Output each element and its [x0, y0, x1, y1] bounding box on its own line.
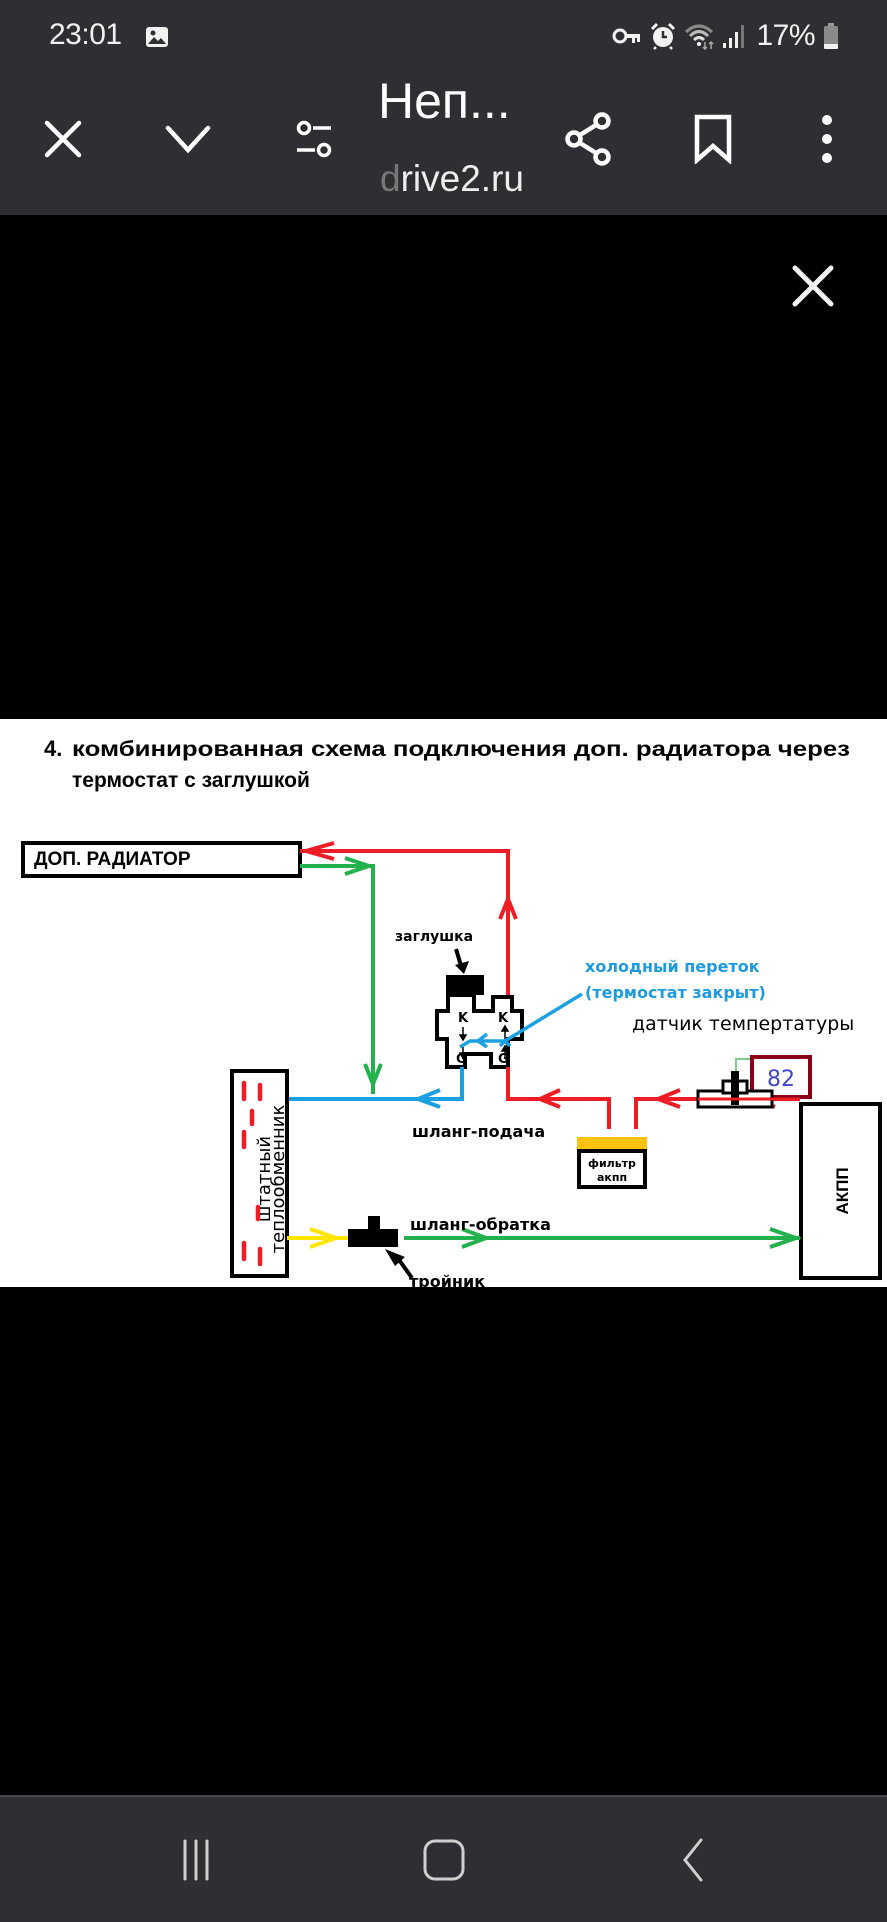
port-g-left: G — [456, 1052, 467, 1067]
page-title: Неп... — [378, 73, 511, 129]
gearbox-box — [799, 1102, 882, 1280]
more-options-button[interactable] — [797, 109, 857, 169]
vpn-key-icon — [612, 28, 641, 44]
signal-icon — [723, 25, 745, 48]
page-info-button[interactable] — [284, 109, 344, 169]
radiator-label: ДОП. РАДИАТОР — [34, 849, 191, 870]
back-button[interactable] — [662, 1835, 722, 1885]
hot-line-to-radiator — [298, 841, 518, 1024]
temp-sensor-label: датчик темпертатуры — [632, 1013, 854, 1035]
share-icon — [565, 112, 611, 166]
plug-arrow-head — [455, 961, 469, 974]
wifi-icon — [685, 24, 714, 50]
diagram-image[interactable]: .t-b { font-family: "Liberation Sans", s… — [0, 719, 887, 1287]
cold-flow-label-line2: (термостат закрыт) — [585, 983, 766, 1002]
minimize-button[interactable] — [158, 109, 218, 169]
thermostat-flow-arrows — [458, 1024, 510, 1060]
more-icon — [822, 115, 832, 163]
recents-icon — [183, 1839, 209, 1881]
tee-arrow-head — [385, 1249, 405, 1266]
gearbox-label: АКПП — [833, 1167, 852, 1214]
image-viewer: .t-b { font-family: "Liberation Sans", s… — [0, 215, 887, 1795]
browser-toolbar: Неп... drive2.ru — [0, 72, 887, 215]
close-icon — [44, 120, 82, 158]
tune-icon — [296, 120, 332, 158]
status-bar: 23:01 17% — [0, 0, 887, 72]
system-nav-bar — [0, 1795, 887, 1922]
battery-icon — [824, 23, 838, 49]
heat-exchanger-fins — [241, 1080, 263, 1267]
recents-button[interactable] — [166, 1835, 226, 1885]
plug-label: заглушка — [395, 929, 473, 945]
filter-label-line1: фильтр — [588, 1157, 636, 1170]
aux-line — [287, 1227, 348, 1249]
status-icons: 17% — [612, 18, 839, 54]
close-button[interactable] — [33, 109, 93, 169]
return-hose-label: шланг-обратка — [410, 1215, 551, 1234]
alarm-icon — [651, 22, 676, 50]
filter-box — [577, 1149, 647, 1189]
heat-exchanger-label-line2: теплообменник — [268, 1105, 289, 1254]
plug-cap — [446, 975, 484, 995]
battery-percent: 17% — [756, 19, 815, 52]
tee-fitting — [348, 1216, 398, 1247]
supply-hose-line — [287, 1067, 464, 1109]
bookmark-icon — [694, 114, 732, 164]
cold-flow-label-line1: холодный переток — [585, 957, 760, 976]
heat-exchanger-label-line1: штатный — [254, 1136, 275, 1222]
supply-hose-label: шланг-подача — [412, 1122, 545, 1141]
share-button[interactable] — [559, 109, 619, 169]
filter-label-line2: акпп — [597, 1171, 627, 1184]
temp-sensor: 82 — [696, 1055, 812, 1109]
cold-flow-internal — [459, 992, 583, 1049]
return-hose-line — [404, 1227, 803, 1249]
radiator-box — [21, 841, 302, 878]
thermostat-body — [435, 993, 524, 1069]
back-icon — [683, 1838, 703, 1882]
status-time: 23:01 — [49, 18, 122, 51]
page-url: drive2.ru — [380, 158, 524, 200]
page-url-fade: d — [380, 158, 401, 199]
diagram-title-line2: термостат с заглушкой — [72, 769, 310, 792]
tee-label: тройник — [409, 1272, 485, 1287]
gallery-icon — [146, 27, 168, 47]
page-url-host: rive2.ru — [400, 158, 524, 199]
port-g-right: G — [498, 1052, 509, 1067]
sensor-value: 82 — [767, 1067, 795, 1092]
port-k-left: K — [458, 1011, 469, 1026]
home-icon — [423, 1839, 465, 1881]
bookmark-button[interactable] — [683, 109, 743, 169]
diagram-number: 4. — [44, 736, 62, 761]
port-k-right: K — [498, 1011, 509, 1026]
close-icon — [792, 265, 834, 307]
filter-cap — [577, 1137, 647, 1151]
diagram-title-line1: комбинированная схема подключения доп. р… — [72, 738, 850, 761]
viewer-close-button[interactable] — [785, 258, 841, 314]
home-button[interactable] — [414, 1835, 474, 1885]
chevron-down-icon — [165, 125, 211, 154]
heat-exchanger-box — [230, 1069, 289, 1278]
return-line-from-radiator — [300, 856, 383, 1094]
diagram-svg: .t-b { font-family: "Liberation Sans", s… — [21, 736, 882, 1287]
